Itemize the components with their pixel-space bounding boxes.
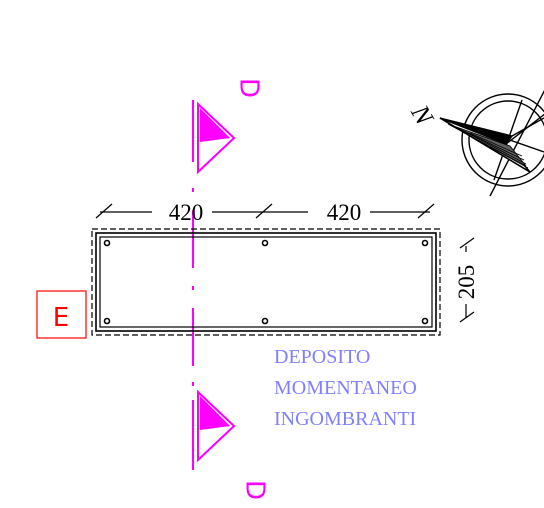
north-label: N xyxy=(405,99,440,131)
dimension-width-left: 420 xyxy=(169,200,204,225)
section-marker-top: D xyxy=(234,78,264,98)
dimension-width-right: 420 xyxy=(327,200,362,225)
container-outline xyxy=(91,228,441,336)
section-marker-bottom: D xyxy=(240,480,270,500)
section-arrow-top xyxy=(197,101,236,175)
area-label-line-1: DEPOSITO xyxy=(274,346,370,368)
dimension-line-right xyxy=(459,237,475,323)
area-label-line-3: INGOMBRANTI xyxy=(274,408,416,430)
dimension-depth: 205 xyxy=(454,265,479,300)
container-bolts xyxy=(103,239,429,325)
compass-icon xyxy=(439,89,544,197)
elevation-marker: E xyxy=(53,303,69,333)
elevation-marker-box xyxy=(36,290,87,339)
area-label-line-2: MOMENTANEO xyxy=(274,377,417,399)
dimension-line-top xyxy=(95,203,435,219)
section-arrow-bottom xyxy=(197,389,236,463)
